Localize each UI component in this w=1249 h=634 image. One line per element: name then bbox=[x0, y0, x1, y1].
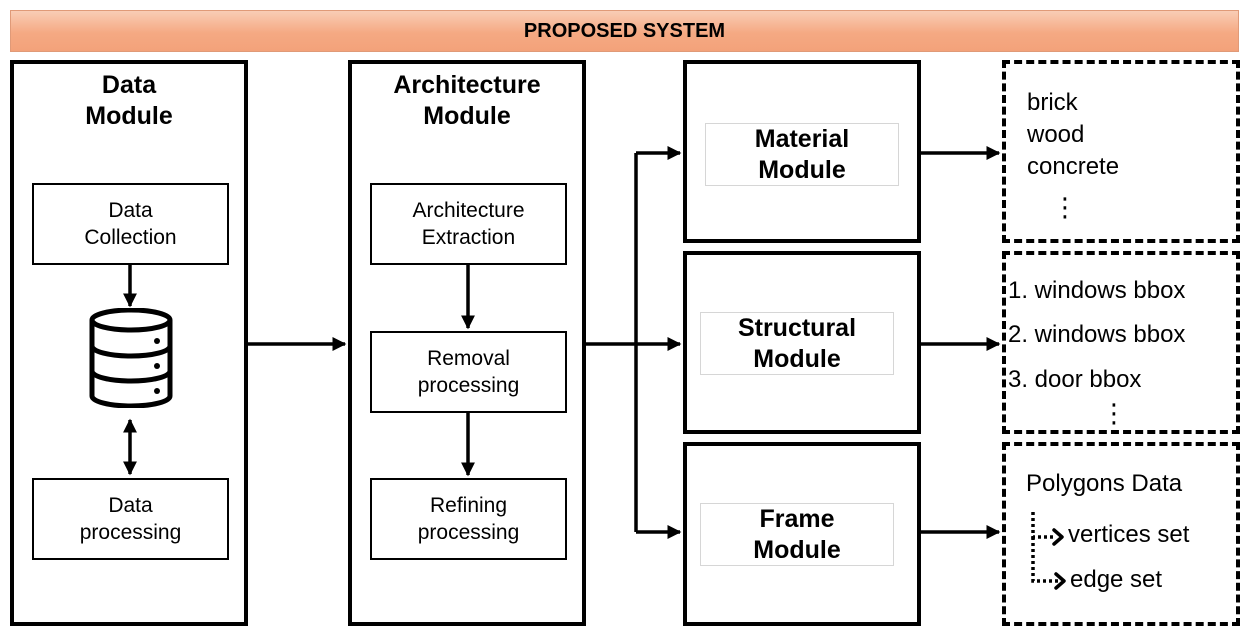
frame-module-title: Frame Module bbox=[700, 503, 894, 566]
data-collection-box: Data Collection bbox=[32, 183, 229, 265]
structural-item-2: 2. windows bbox bbox=[1008, 321, 1186, 348]
structural-item-1: 1. windows bbox bbox=[1008, 277, 1186, 304]
material-item-concrete: concrete bbox=[1027, 153, 1120, 180]
removal-processing-label: Removal processing bbox=[417, 347, 520, 397]
architecture-extraction-box: Architecture Extraction bbox=[370, 183, 567, 265]
polygons-data-title: Polygons Data bbox=[1026, 470, 1183, 497]
material-module-title: Material Module bbox=[705, 123, 899, 186]
data-collection-label: Data Collection bbox=[84, 199, 177, 249]
banner-title: PROPOSED SYSTEM bbox=[523, 19, 726, 42]
database-icon bbox=[88, 307, 174, 409]
edge-set-label: edge set bbox=[1070, 566, 1163, 593]
structural-module-title: Structural Module bbox=[700, 312, 894, 375]
structural-item-3: 3. door bbox bbox=[1008, 366, 1142, 393]
data-processing-box: Data processing bbox=[32, 478, 229, 560]
data-processing-label: Data processing bbox=[79, 494, 182, 544]
removal-processing-box: Removal processing bbox=[370, 331, 567, 413]
proposed-system-banner: PROPOSED SYSTEM bbox=[10, 10, 1239, 52]
refining-processing-label: Refining processing bbox=[417, 494, 520, 544]
data-module-title: Data Module bbox=[85, 71, 173, 130]
material-ellipsis: ⋮ bbox=[1052, 192, 1078, 222]
vertices-set-label: vertices set bbox=[1068, 521, 1190, 548]
material-item-brick: brick bbox=[1027, 89, 1078, 116]
architecture-module-title: Architecture Module bbox=[393, 71, 541, 130]
structural-output-box bbox=[1002, 251, 1240, 434]
refining-processing-box: Refining processing bbox=[370, 478, 567, 560]
architecture-extraction-label: Architecture Extraction bbox=[412, 199, 525, 249]
material-item-wood: wood bbox=[1027, 121, 1085, 148]
structural-ellipsis: ⋮ bbox=[1101, 398, 1127, 428]
material-output-box bbox=[1002, 60, 1240, 243]
